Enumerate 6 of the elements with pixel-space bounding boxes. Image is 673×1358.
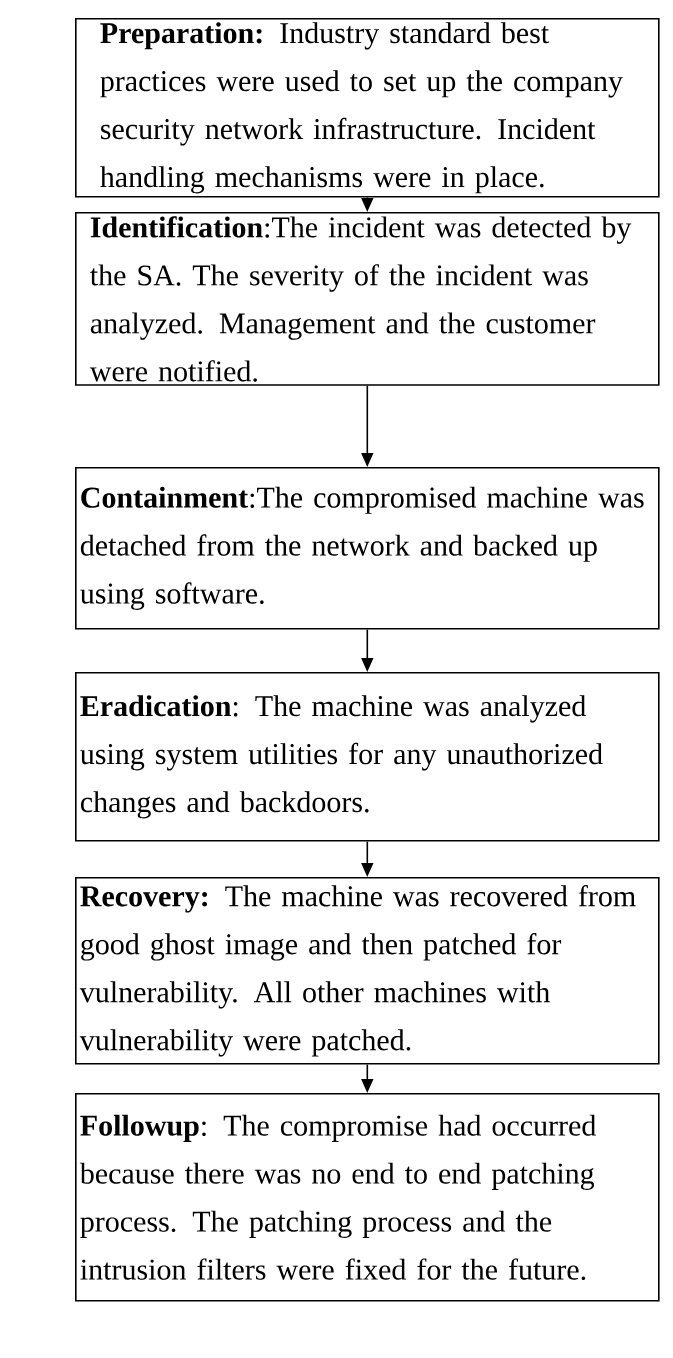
process-box: Recovery: The machine was recovered from good ghost image and then patched for vulnerability. All other machines with vulnerability were patched. [75,877,660,1065]
process-box: Eradication: The machine was analyzed using system utilities for any unauthorized changes and backdoors. [75,672,660,842]
process-box: Followup: The compromise had occurred because there was no end to end patching process. The patching process and the intrusion filters were fixed for the future. [75,1093,660,1302]
process-box: Identification:The incident was detected by the SA. The severity of the incident was analyzed. Management and the customer were notified. [75,212,660,386]
process-box: Preparation: Industry standard best practices were used to set up the company security network infrastructure. Incident handling mechanisms were in place. [75,18,660,198]
process-box: Containment:The compromised machine was detached from the network and backed up using software. [75,467,660,630]
